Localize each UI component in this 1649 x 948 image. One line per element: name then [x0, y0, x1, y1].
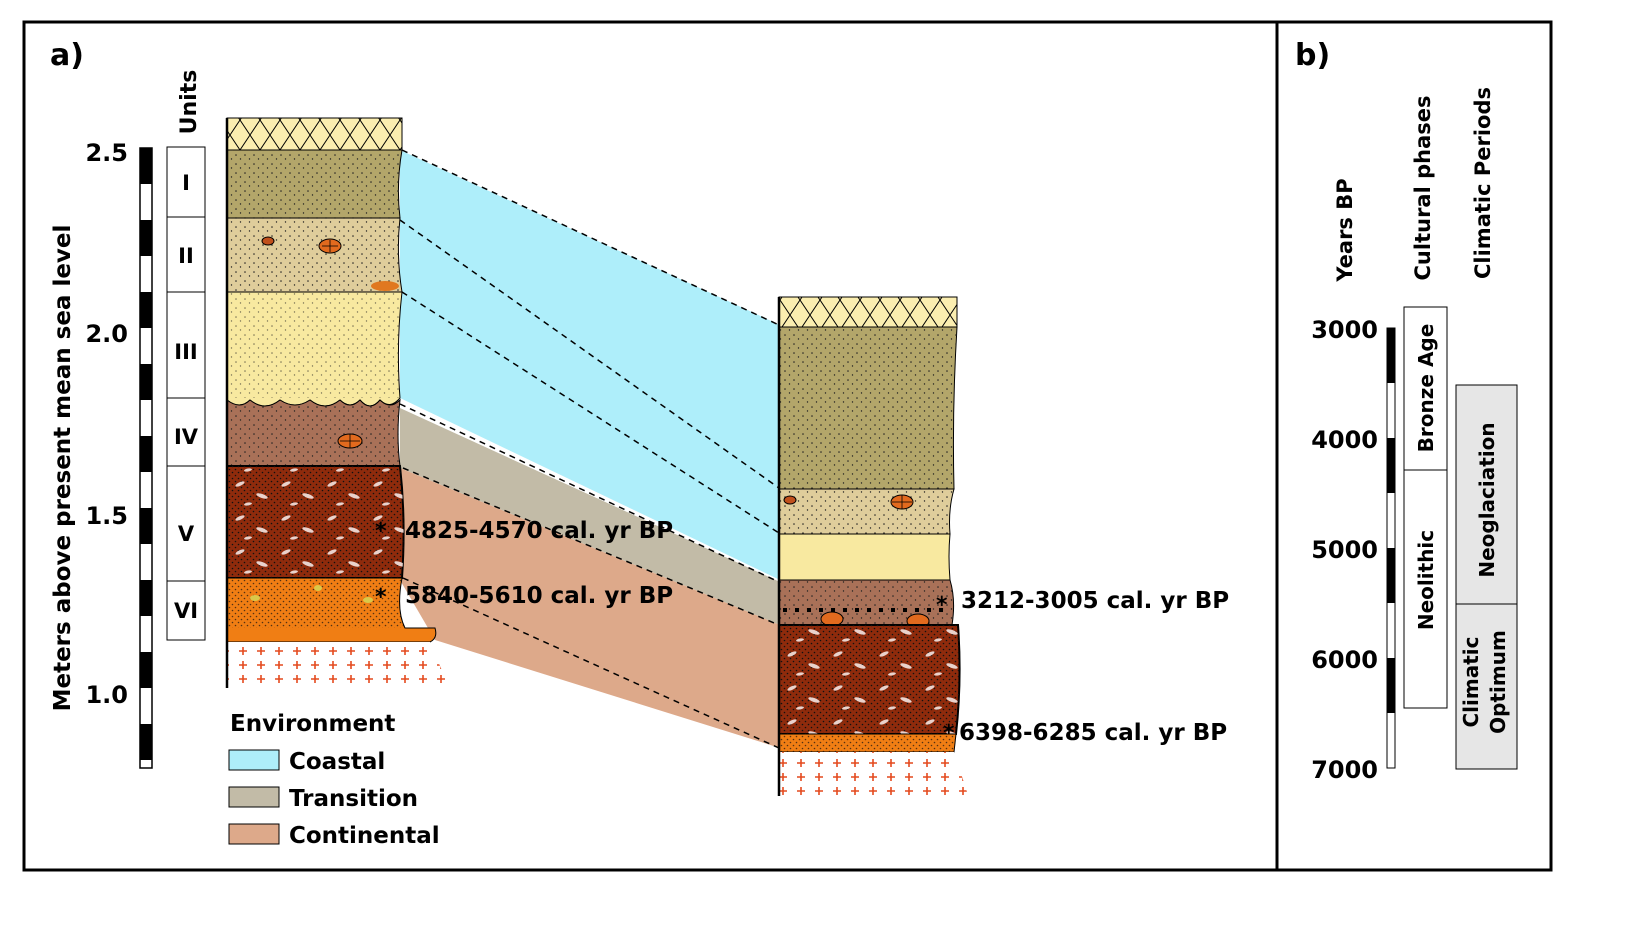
left-core-log: * * — [225, 117, 448, 688]
unit-label: III — [174, 340, 197, 364]
scale-block — [140, 436, 152, 472]
legend-label: Transition — [289, 786, 418, 812]
legend-title: Environment — [230, 711, 395, 737]
transition-band — [400, 408, 780, 625]
depth-axis-title: Meters above present mean sea level — [50, 225, 76, 712]
chronology-panel: Years BP Cultural phases Climatic Period… — [1311, 87, 1518, 784]
unit-label: V — [178, 522, 195, 546]
legend-label: Coastal — [289, 749, 385, 775]
continental-band — [400, 468, 780, 748]
depth-tick-label: 2.0 — [85, 320, 128, 348]
depth-tick-label: 2.5 — [85, 139, 128, 167]
unit-label: VI — [174, 599, 198, 623]
date-marker-star: * — [375, 585, 387, 610]
legend-swatch-continental — [228, 823, 280, 845]
panel-b-label: b) — [1295, 38, 1330, 73]
cultural-phase-box — [1403, 469, 1448, 709]
scale-block — [140, 508, 152, 544]
unit-label: IV — [174, 425, 199, 449]
cultural-phase-label: Neolithic — [1414, 530, 1438, 630]
climatic-period-label: Optimum — [1486, 630, 1510, 734]
depth-tick-label: 1.0 — [85, 681, 128, 709]
environment-bands — [400, 150, 780, 748]
date-marker-star: * — [936, 593, 948, 618]
climatic-period-label: Climatic — [1459, 637, 1483, 728]
cultural-phase-label: Bronze Age — [1414, 324, 1438, 453]
climatic-period-box — [1455, 384, 1518, 605]
climatic-period-box — [1455, 603, 1518, 770]
scale-block — [1387, 438, 1395, 493]
column-header: Cultural phases — [1411, 96, 1435, 281]
depth-axis: Meters above present mean sea level 2.5 … — [50, 139, 153, 769]
scale-block — [140, 580, 152, 616]
year-tick-label: 4000 — [1311, 426, 1378, 454]
units-column: Units I II III IV V VI — [166, 70, 206, 641]
radiocarbon-date: 6398-6285 cal. yr BP — [959, 720, 1227, 746]
cultural-phase-box — [1403, 306, 1448, 471]
legend-swatch-transition — [228, 786, 280, 808]
year-tick-label: 3000 — [1311, 316, 1378, 344]
radiocarbon-date: 5840-5610 cal. yr BP — [405, 583, 673, 609]
scale-block — [140, 220, 152, 256]
panel-a-label: a) — [50, 38, 84, 73]
legend-swatch-coastal — [228, 749, 280, 771]
year-tick-label: 5000 — [1311, 536, 1378, 564]
environment-legend: Environment Coastal Transition Continent… — [228, 711, 440, 849]
scale-block — [1387, 328, 1395, 383]
depth-tick-label: 1.5 — [85, 502, 128, 530]
legend-label: Continental — [289, 823, 440, 849]
year-tick-label: 6000 — [1311, 646, 1378, 674]
correlation-lines — [399, 149, 780, 749]
year-tick-label: 7000 — [1311, 756, 1378, 784]
date-marker-star: * — [943, 721, 955, 746]
scale-block — [140, 292, 152, 328]
scale-block — [1387, 658, 1395, 713]
figure-frame — [22, 20, 1553, 872]
right-core-log: * * — [777, 296, 968, 796]
unit-label: II — [178, 244, 194, 268]
date-marker-star: * — [375, 519, 387, 544]
scale-block — [140, 148, 152, 184]
column-header: Climatic Periods — [1471, 87, 1495, 279]
column-header: Years BP — [1333, 178, 1357, 282]
scale-block — [140, 652, 152, 688]
climatic-period-label: Neoglaciation — [1475, 422, 1499, 577]
scale-block — [140, 364, 152, 400]
scale-block — [1387, 548, 1395, 603]
radiocarbon-date: 3212-3005 cal. yr BP — [961, 588, 1229, 614]
unit-label: I — [182, 171, 190, 195]
radiocarbon-date: 4825-4570 cal. yr BP — [405, 518, 673, 544]
scale-block — [140, 724, 152, 760]
units-header: Units — [177, 70, 202, 135]
